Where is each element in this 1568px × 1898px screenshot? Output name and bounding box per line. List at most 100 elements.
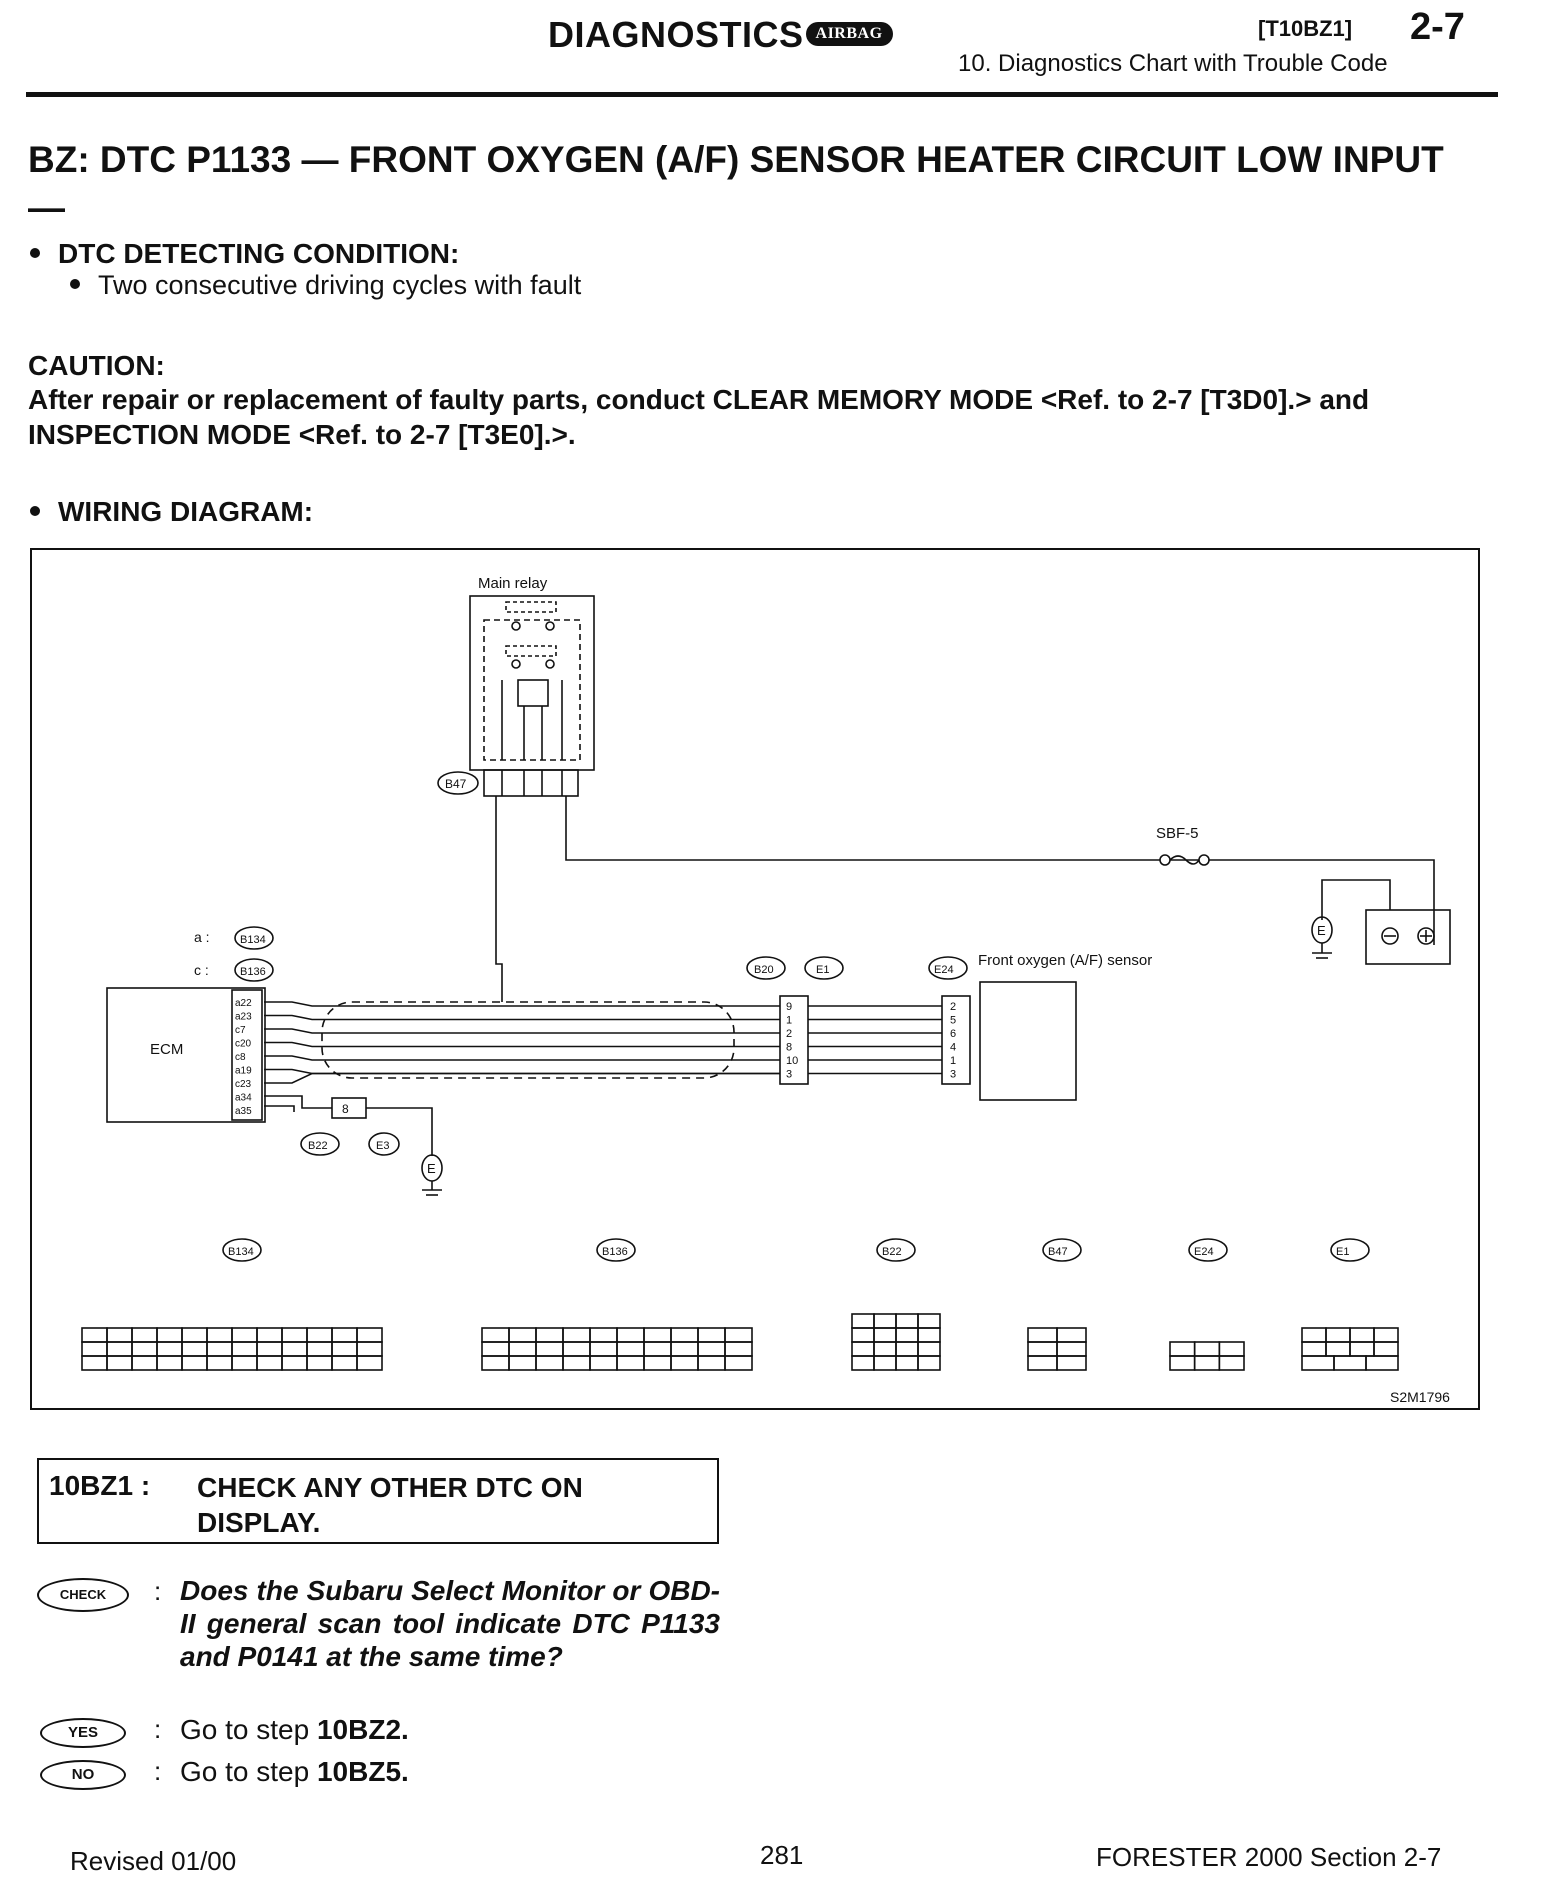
connector-face-tag <box>1188 1238 1228 1262</box>
detecting-condition-item: Two consecutive driving cycles with faul… <box>70 270 581 301</box>
fuse-sbf5 <box>1159 854 1210 866</box>
ecm-pin-label: a19 <box>235 1066 252 1077</box>
connector-e3-label: E3 <box>376 1140 389 1152</box>
connector-cavity <box>1056 1355 1087 1371</box>
yes-badge: YES <box>40 1718 126 1748</box>
sensor-pin-label: 2 <box>950 1001 956 1013</box>
connector-face-tag <box>596 1238 636 1262</box>
connector-cavity <box>535 1327 564 1343</box>
ecm-pin-label: a22 <box>235 998 252 1009</box>
connector-cavity <box>895 1341 919 1357</box>
connector-cavity <box>1027 1355 1058 1371</box>
connector-a-label: a : <box>194 929 210 945</box>
connector-cavity <box>616 1341 645 1357</box>
connector-cavity <box>917 1313 941 1329</box>
connector-e1-label: E1 <box>816 964 829 976</box>
wiring-diagram-svg: Main relay B47 SBF-5 E ECM <box>81 575 1451 1405</box>
mid-pin-label: 2 <box>786 1028 792 1040</box>
bullet-icon <box>70 278 80 289</box>
sensor-pin-label: 3 <box>950 1069 956 1081</box>
footer-model: FORESTER 2000 Section 2-7 <box>1096 1842 1442 1872</box>
shield-outline <box>321 1001 735 1079</box>
connector-cavity <box>1027 1341 1058 1357</box>
connector-cavity <box>131 1341 158 1357</box>
ground-battery-icon: E <box>1311 916 1333 959</box>
connector-cavity <box>481 1355 510 1371</box>
caution-text: After repair or replacement of faulty pa… <box>28 384 1370 450</box>
connector-cavity <box>851 1327 875 1343</box>
connector-cavity <box>131 1327 158 1343</box>
connector-cavity <box>231 1355 258 1371</box>
bullet-icon <box>30 247 40 258</box>
ecm-label: ECM <box>150 1041 183 1058</box>
harness-wire <box>264 1072 780 1084</box>
harness-wire <box>264 1055 780 1061</box>
connector-cavity <box>1218 1341 1245 1357</box>
connector-cavity <box>356 1355 383 1371</box>
connector-cavity <box>917 1341 941 1357</box>
check-badge: CHECK <box>37 1578 129 1612</box>
connector-cavity <box>508 1327 537 1343</box>
connector-cavity <box>1193 1341 1221 1357</box>
connector-cavity <box>106 1355 133 1371</box>
connector-cavity <box>481 1327 510 1343</box>
sensor-pin-label: 5 <box>950 1015 956 1027</box>
connector-cavity <box>131 1355 158 1371</box>
sensor-pin-label: 1 <box>950 1055 956 1067</box>
main-relay <box>469 595 595 797</box>
caution-label: CAUTION: <box>28 350 165 381</box>
connector-cavity <box>724 1341 753 1357</box>
connector-cavity <box>256 1327 283 1343</box>
connector-cavity <box>81 1355 108 1371</box>
yes-target-link[interactable]: 10BZ2. <box>316 1714 409 1745</box>
connector-cavity <box>206 1355 233 1371</box>
connector-cavity <box>281 1341 308 1357</box>
svg-text:E: E <box>427 1161 436 1176</box>
header-rule <box>26 92 1498 97</box>
connector-cavity <box>895 1327 919 1343</box>
connector-cavity <box>562 1327 591 1343</box>
connector-cavity <box>1373 1327 1399 1343</box>
page-subtitle: 10. Diagnostics Chart with Trouble Code <box>958 50 1388 77</box>
wiring-diagram: Main relay B47 SBF-5 E ECM <box>30 548 1480 1410</box>
footer-page-number: 281 <box>760 1840 804 1870</box>
connector-cavity <box>670 1327 699 1343</box>
mid-pin-label: 10 <box>786 1055 798 1067</box>
connector-cavity <box>589 1355 618 1371</box>
connector-e24-tag <box>928 956 968 980</box>
connector-cavity <box>562 1355 591 1371</box>
connector-cavity <box>873 1355 897 1371</box>
no-answer: Go to step 10BZ5. <box>180 1756 409 1787</box>
airbag-badge: AIRBAG <box>805 22 893 47</box>
connector-cavity <box>851 1313 875 1329</box>
step-id: 10BZ1 : <box>49 1470 151 1501</box>
connector-b20-tag <box>746 956 786 980</box>
connector-b136-label: B136 <box>240 966 266 978</box>
connector-b134-label: B134 <box>240 934 266 946</box>
connector-b47-label: B47 <box>445 777 467 791</box>
connector-cavity <box>724 1327 753 1343</box>
mid-pin-label: 8 <box>786 1042 792 1054</box>
connector-cavity <box>156 1327 183 1343</box>
connector-cavity <box>1325 1341 1351 1357</box>
front-oxygen-sensor <box>979 981 1077 1101</box>
connector-cavity <box>306 1341 333 1357</box>
connector-cavity <box>643 1341 672 1357</box>
connector-cavity <box>917 1327 941 1343</box>
ecm-pin-label: c23 <box>235 1079 252 1090</box>
no-target-link[interactable]: 10BZ5. <box>316 1756 409 1787</box>
connector-e1-tag <box>804 956 844 980</box>
connector-cavity <box>1027 1327 1058 1343</box>
connector-b20-label: B20 <box>754 964 774 976</box>
harness-wire <box>264 1014 780 1021</box>
connector-cavity <box>643 1355 672 1371</box>
wiring-diagram-label: WIRING DIAGRAM: <box>30 496 313 528</box>
connector-b134-tag <box>234 926 274 950</box>
connector-cavity <box>356 1341 383 1357</box>
connector-cavity <box>181 1341 208 1357</box>
connector-cavity <box>1301 1327 1327 1343</box>
connector-cavity <box>1169 1355 1196 1371</box>
wire-ground-a35 <box>264 1105 295 1112</box>
